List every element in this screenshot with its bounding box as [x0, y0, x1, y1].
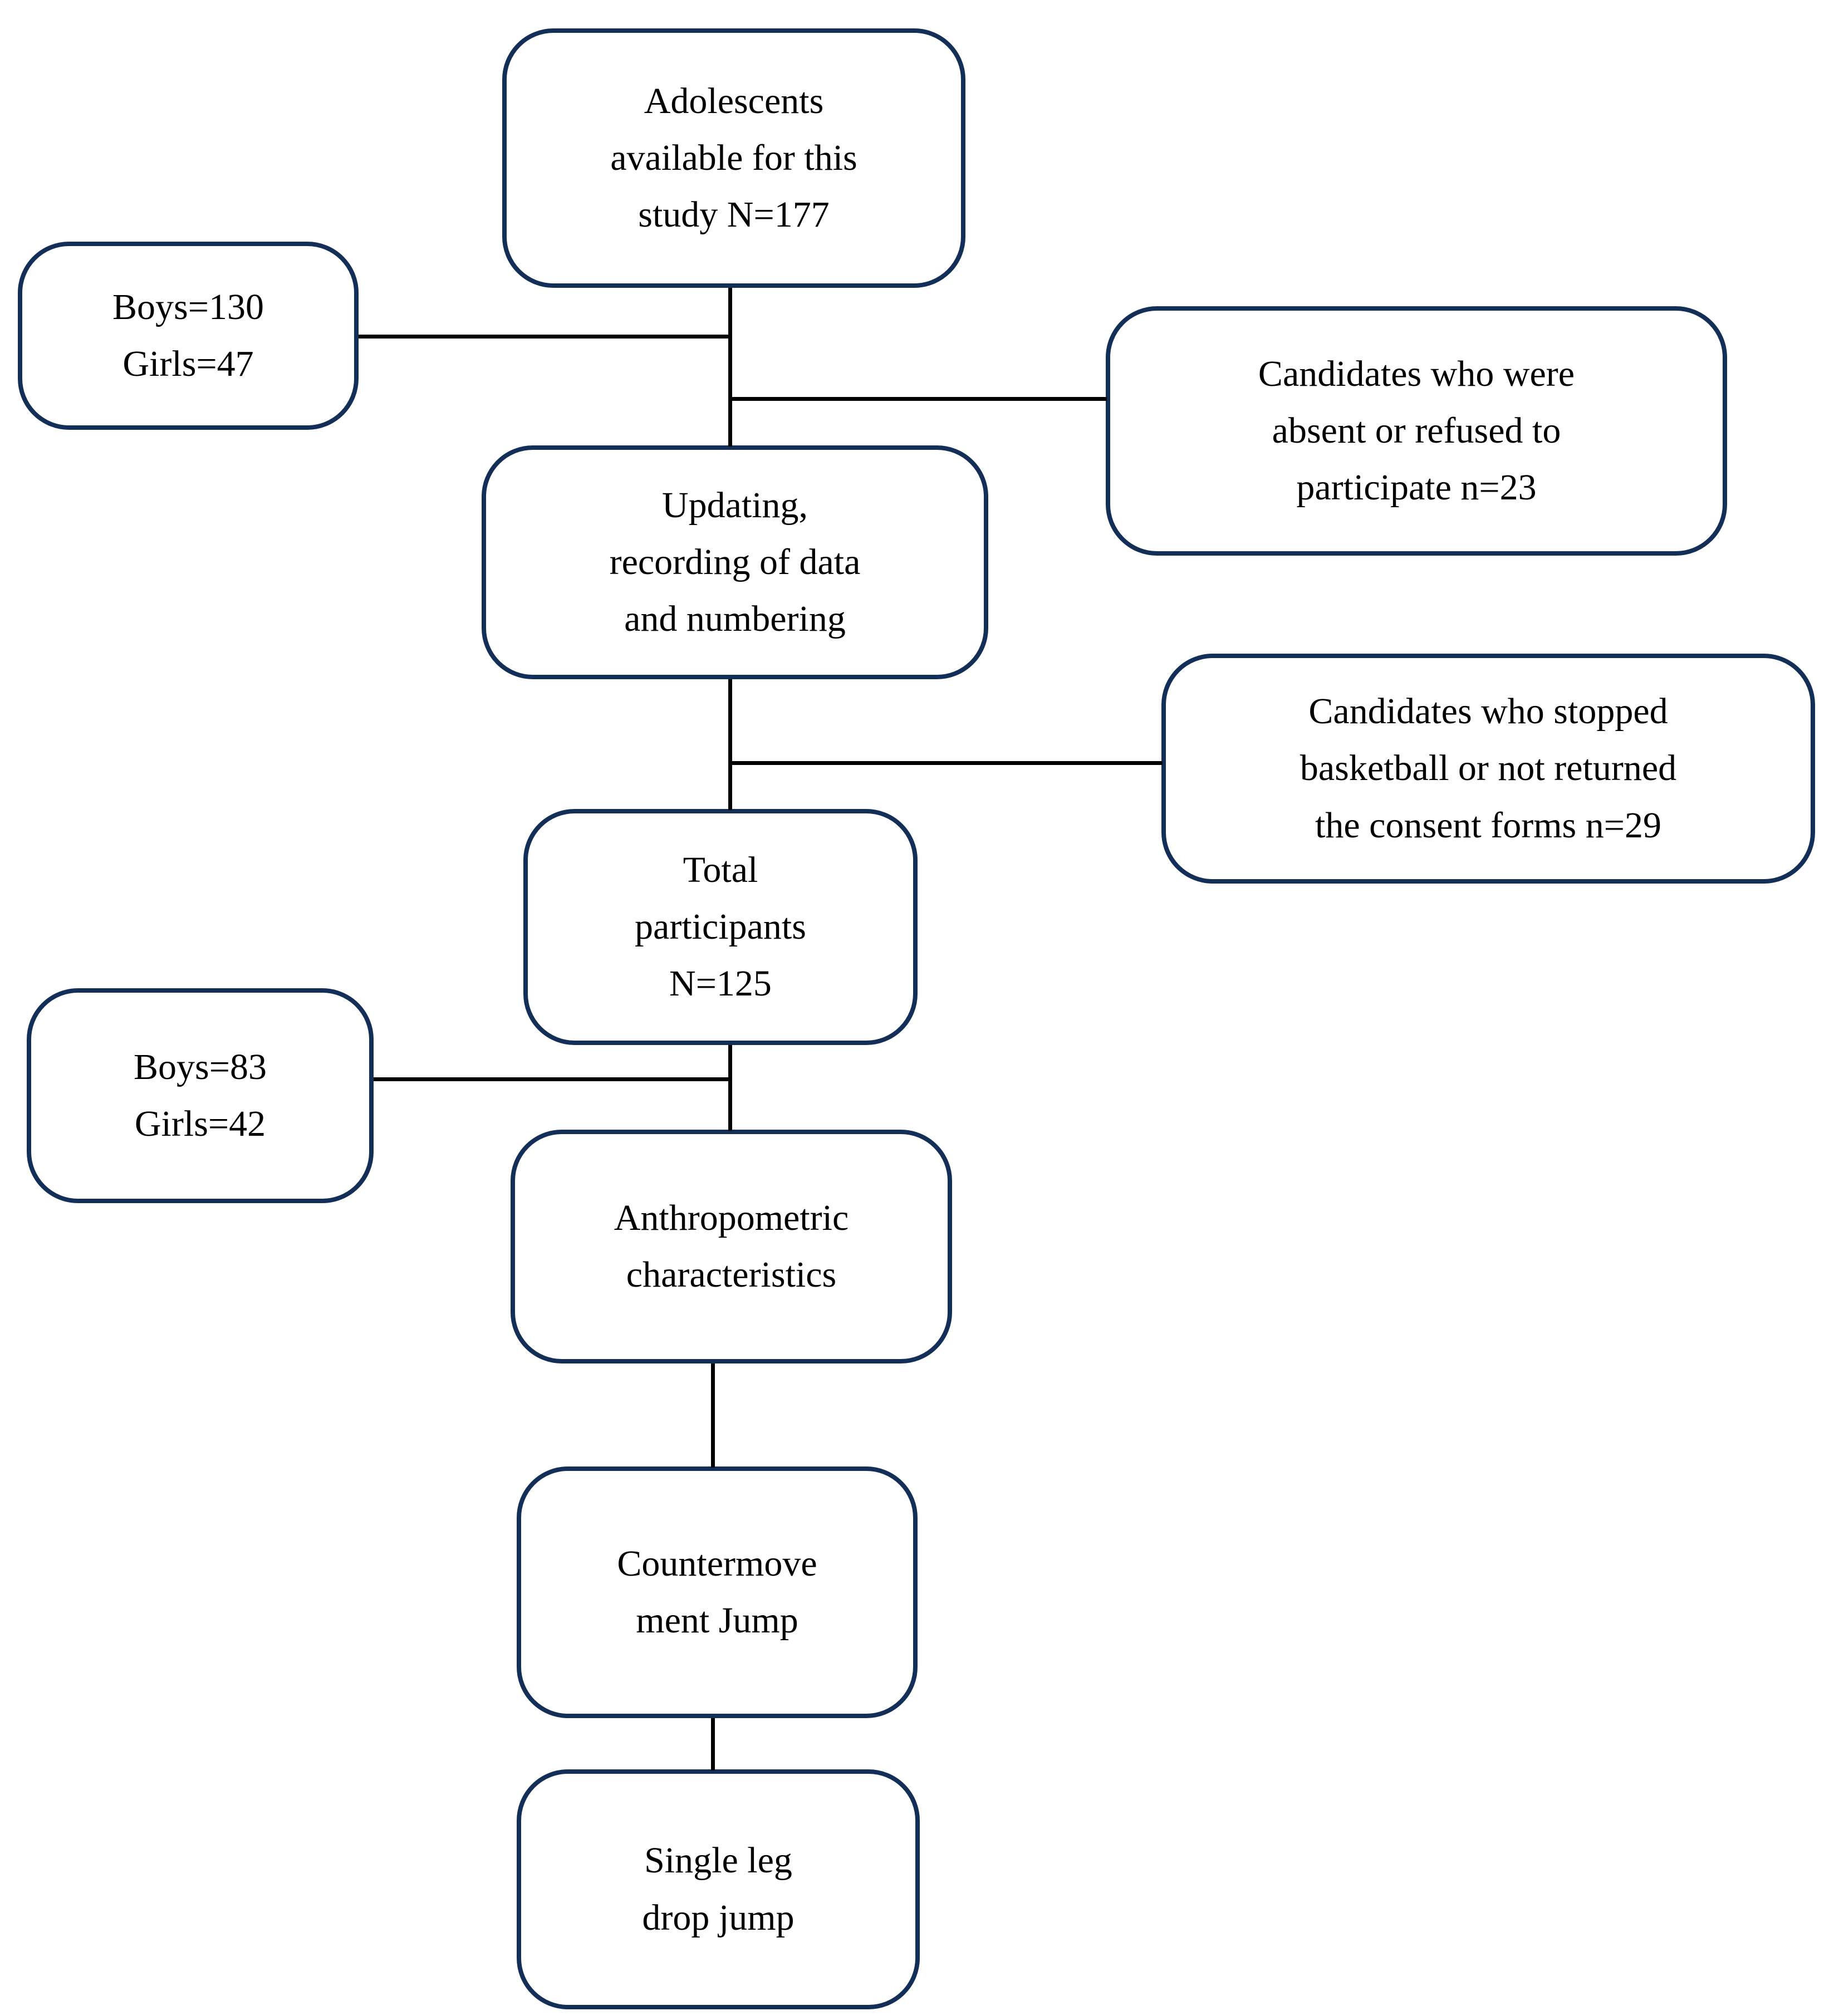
connector-total-to-anthropometric — [728, 1045, 732, 1131]
connector-boys-girls-final-branch — [374, 1077, 730, 1081]
connector-anthropometric-to-countermovement — [711, 1363, 715, 1468]
flow-box-boys-girls-final: Boys=83 Girls=42 — [27, 988, 374, 1203]
flow-box-total-participants-label: Total participants N=125 — [635, 849, 806, 1004]
flow-box-updating-label: Updating, recording of data and numberin… — [609, 484, 861, 640]
flow-box-adolescents-label: Adolescents available for this study N=1… — [610, 80, 857, 236]
flow-box-absent-refused: Candidates who were absent or refused to… — [1106, 306, 1727, 556]
flow-box-single-leg-drop-jump-label: Single leg drop jump — [642, 1840, 795, 1938]
flow-box-absent-refused-label: Candidates who were absent or refused to… — [1258, 353, 1575, 508]
flow-box-total-participants: Total participants N=125 — [523, 809, 918, 1045]
flow-box-stopped-basketball-label: Candidates who stopped basketball or not… — [1300, 691, 1677, 846]
flow-box-boys-girls-initial: Boys=130 Girls=47 — [18, 242, 359, 430]
flow-box-adolescents: Adolescents available for this study N=1… — [502, 28, 965, 288]
flow-box-anthropometric-label: Anthropometric characteristics — [614, 1197, 849, 1295]
flow-box-countermovement-jump: Countermove ment Jump — [517, 1466, 918, 1718]
flow-box-stopped-basketball: Candidates who stopped basketball or not… — [1161, 654, 1815, 884]
flow-box-updating: Updating, recording of data and numberin… — [482, 445, 988, 679]
connector-absent-refused-branch — [728, 397, 1107, 401]
connector-adolescents-to-updating — [728, 288, 732, 447]
flow-box-boys-girls-final-label: Boys=83 Girls=42 — [134, 1046, 267, 1144]
flow-box-countermovement-jump-label: Countermove ment Jump — [617, 1543, 817, 1641]
connector-countermovement-to-single-leg — [711, 1718, 715, 1770]
connector-stopped-basketball-branch — [728, 761, 1163, 765]
flow-box-single-leg-drop-jump: Single leg drop jump — [517, 1769, 920, 2009]
flow-box-boys-girls-initial-label: Boys=130 Girls=47 — [112, 286, 264, 384]
connector-updating-to-total — [728, 679, 732, 810]
connector-boys-girls-initial-branch — [359, 335, 730, 339]
flow-box-anthropometric: Anthropometric characteristics — [511, 1130, 952, 1363]
